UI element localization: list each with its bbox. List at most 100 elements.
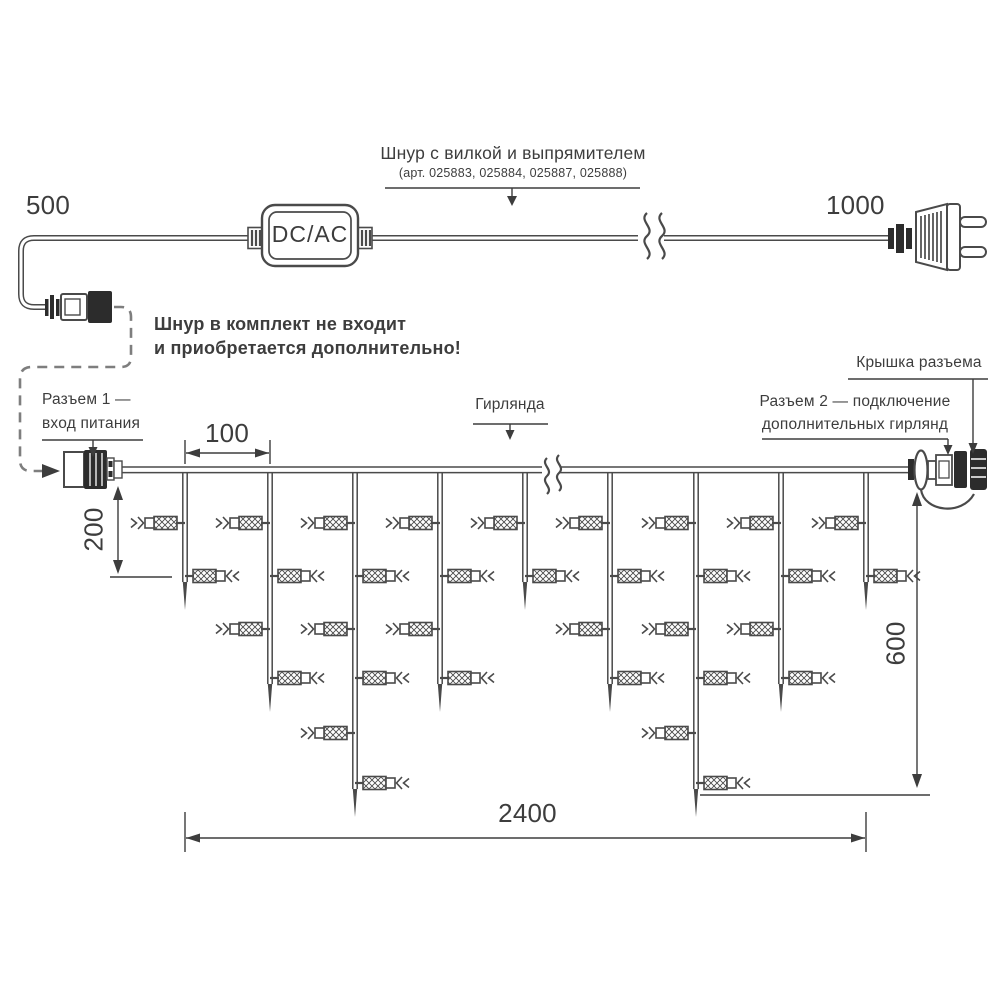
drop-spike [522,582,528,610]
bulb-shine-icon [811,516,826,530]
bulb-cap [229,517,240,529]
bulb-body [323,621,348,637]
bulb-cap [569,517,580,529]
bulb-body [703,670,728,686]
connector1-leader [42,439,143,457]
bulb-body [788,670,813,686]
drop-wire [863,473,869,582]
light-bulb [641,725,696,741]
bulb-body [192,568,217,584]
drop-spike [352,789,358,817]
light-bulb [610,670,665,686]
bulb-shine-icon [736,776,751,790]
bulb-body [362,670,387,686]
garland-drop [641,473,751,817]
garland-drops [130,473,921,817]
drop-wire [693,473,699,789]
dim-label-200: 200 [78,507,109,552]
not-included-note-line1: Шнур в комплект не входит [154,314,407,334]
bulb-shine-icon [736,569,751,583]
bulb-body [749,621,774,637]
cord-break-symbol [640,212,666,260]
bulb-shine-icon [215,516,230,530]
bulb-body [578,621,603,637]
drop-wire [182,473,188,582]
drop-spike [182,582,188,610]
bulb-shine-icon [395,569,410,583]
drop-spike [693,789,699,817]
light-bulb [300,725,355,741]
bulb-shine-icon [641,726,656,740]
bulb-body [664,621,689,637]
bulb-shine-icon [300,726,315,740]
bulb-body [277,568,302,584]
drop-wire [437,473,443,684]
dim-label-100: 100 [205,418,249,448]
bulb-cap [569,623,580,635]
bulb-cap [229,623,240,635]
bulb-body [834,515,859,531]
bulb-shine-icon [395,671,410,685]
light-bulb [470,515,525,531]
bulb-shine-icon [726,622,741,636]
light-bulb [270,670,325,686]
garland-wire [122,466,908,474]
bulb-body [447,568,472,584]
bulb-shine-icon [555,622,570,636]
light-bulb [215,621,270,637]
dimension-100 [184,440,271,464]
bulb-shine-icon [310,671,325,685]
light-bulb [525,568,580,584]
bulb-body [664,725,689,741]
light-bulb [610,568,665,584]
bulb-shine-icon [130,516,145,530]
bulb-cap [740,623,751,635]
drop-wire [522,473,528,582]
garland-drop [215,473,325,712]
cord-title-leader [385,187,640,206]
bulb-shine-icon [641,622,656,636]
bulb-body [153,515,178,531]
light-bulb [300,621,355,637]
bulb-body [664,515,689,531]
drop-wire [607,473,613,684]
power-plug [888,202,987,272]
light-bulb [300,515,355,531]
garland-drop [811,473,921,610]
garland-drop [300,473,410,817]
bulb-cap [726,672,737,684]
dim-label-2400: 2400 [498,798,557,828]
light-bulb [385,515,440,531]
bulb-cap [470,672,481,684]
garland-drop [470,473,580,610]
bulb-cap [655,517,666,529]
drop-wire [352,473,358,789]
light-bulb [270,568,325,584]
light-bulb [696,670,751,686]
cord-title: Шнур с вилкой и выпрямителем [380,143,646,163]
light-bulb [555,515,610,531]
dimension-200 [110,486,172,578]
bulb-shine-icon [300,516,315,530]
bulb-shine-icon [225,569,240,583]
bulb-body [408,515,433,531]
bulb-body [323,515,348,531]
bulb-body [362,568,387,584]
power-cord [18,235,890,310]
bulb-shine-icon [480,671,495,685]
bulb-cap [811,570,822,582]
light-bulb [781,670,836,686]
light-bulb [696,775,751,791]
connector-cap-label: Крышка разъема [856,354,982,371]
light-bulb [215,515,270,531]
connector-cap [970,449,987,490]
bulb-cap [385,570,396,582]
light-bulb [185,568,240,584]
bulb-shine-icon [215,622,230,636]
bulb-cap [726,777,737,789]
dim-label-600: 600 [880,621,911,666]
bulb-shine-icon [300,622,315,636]
dcac-converter [247,203,373,268]
